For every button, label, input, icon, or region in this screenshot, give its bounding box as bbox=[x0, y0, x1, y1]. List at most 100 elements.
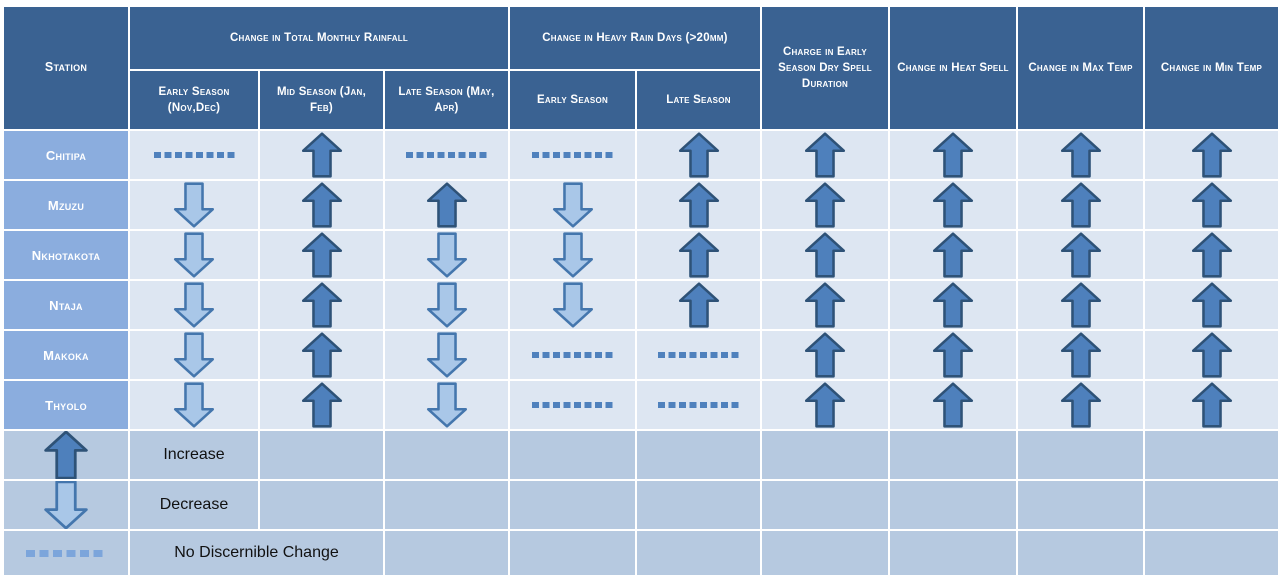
decrease-arrow-icon bbox=[173, 382, 215, 428]
legend-empty-cell bbox=[260, 431, 383, 479]
legend-empty-cell bbox=[1018, 531, 1143, 575]
trend-cell-decrease bbox=[510, 181, 635, 229]
legend-empty-cell bbox=[637, 531, 760, 575]
trend-cell-decrease bbox=[510, 231, 635, 279]
increase-arrow-icon bbox=[1060, 132, 1101, 178]
legend-empty-cell bbox=[890, 431, 1016, 479]
trend-cell-increase bbox=[1145, 181, 1278, 229]
increase-arrow-icon bbox=[1191, 232, 1232, 278]
trend-cell-increase bbox=[637, 181, 760, 229]
trend-cell-increase bbox=[890, 281, 1016, 329]
column-header-rainfall-mid-season: Mid Season (Jan, Feb) bbox=[260, 71, 383, 129]
increase-arrow-icon bbox=[301, 282, 342, 328]
increase-arrow-icon bbox=[804, 332, 846, 378]
increase-arrow-icon bbox=[932, 182, 974, 228]
trend-cell-increase bbox=[1018, 131, 1143, 179]
legend-empty-cell bbox=[510, 531, 635, 575]
increase-arrow-icon bbox=[678, 182, 719, 228]
column-header-rainfall-late-season: Late Season (May, Apr) bbox=[385, 71, 508, 129]
decrease-arrow-icon bbox=[426, 382, 467, 428]
increase-arrow-icon bbox=[1191, 282, 1232, 328]
trend-cell-increase bbox=[1145, 231, 1278, 279]
column-header-min-temp: Change in Min Temp bbox=[1145, 7, 1278, 129]
increase-arrow-icon bbox=[44, 431, 88, 479]
legend-empty-cell bbox=[890, 531, 1016, 575]
decrease-arrow-icon bbox=[552, 282, 593, 328]
legend-no-change-icon bbox=[4, 531, 128, 575]
trend-cell-increase bbox=[1018, 231, 1143, 279]
trend-cell-increase bbox=[385, 181, 508, 229]
station-label: Thyolo bbox=[4, 381, 128, 429]
trend-cell-decrease bbox=[130, 331, 258, 379]
increase-arrow-icon bbox=[1060, 282, 1101, 328]
increase-arrow-icon bbox=[932, 132, 974, 178]
increase-arrow-icon bbox=[301, 232, 342, 278]
no-change-dash-icon bbox=[532, 402, 613, 408]
increase-arrow-icon bbox=[1060, 332, 1101, 378]
increase-arrow-icon bbox=[1191, 332, 1232, 378]
increase-arrow-icon bbox=[301, 182, 342, 228]
increase-arrow-icon bbox=[804, 232, 846, 278]
trend-cell-no-change bbox=[637, 381, 760, 429]
legend-empty-cell bbox=[1018, 431, 1143, 479]
no-change-dash-icon bbox=[532, 352, 613, 358]
decrease-arrow-icon bbox=[552, 232, 593, 278]
increase-arrow-icon bbox=[932, 332, 974, 378]
trend-cell-increase bbox=[260, 131, 383, 179]
increase-arrow-icon bbox=[804, 382, 846, 428]
column-header-station: Station bbox=[4, 7, 128, 129]
increase-arrow-icon bbox=[301, 382, 342, 428]
decrease-arrow-icon bbox=[426, 332, 467, 378]
legend-empty-cell bbox=[890, 481, 1016, 529]
trend-cell-increase bbox=[890, 231, 1016, 279]
decrease-arrow-icon bbox=[552, 182, 593, 228]
increase-arrow-icon bbox=[804, 132, 846, 178]
trend-cell-decrease bbox=[385, 331, 508, 379]
legend-increase-icon bbox=[4, 431, 128, 479]
increase-arrow-icon bbox=[678, 282, 719, 328]
increase-arrow-icon bbox=[932, 232, 974, 278]
legend-empty-cell bbox=[762, 531, 888, 575]
legend-empty-cell bbox=[1145, 481, 1278, 529]
column-header-dry-spell-duration: Charge in Early Season Dry Spell Duratio… bbox=[762, 7, 888, 129]
trend-cell-increase bbox=[762, 381, 888, 429]
no-change-dash-icon bbox=[658, 352, 739, 358]
trend-cell-increase bbox=[637, 131, 760, 179]
trend-cell-increase bbox=[637, 231, 760, 279]
trend-cell-no-change bbox=[130, 131, 258, 179]
trend-cell-no-change bbox=[510, 331, 635, 379]
trend-cell-increase bbox=[1145, 331, 1278, 379]
legend-empty-cell bbox=[510, 431, 635, 479]
legend-empty-cell bbox=[1018, 481, 1143, 529]
trend-cell-increase bbox=[762, 331, 888, 379]
legend-empty-cell bbox=[385, 431, 508, 479]
column-header-heat-spell: Change in Heat Spell bbox=[890, 7, 1016, 129]
trend-cell-decrease bbox=[385, 381, 508, 429]
trend-cell-increase bbox=[1018, 281, 1143, 329]
column-header-rainfall-early-season: Early Season (Nov,Dec) bbox=[130, 71, 258, 129]
station-label: Nkhotakota bbox=[4, 231, 128, 279]
trend-cell-increase bbox=[260, 381, 383, 429]
trend-cell-no-change bbox=[510, 131, 635, 179]
no-change-dash-icon bbox=[25, 549, 107, 557]
increase-arrow-icon bbox=[1060, 232, 1101, 278]
increase-arrow-icon bbox=[1191, 182, 1232, 228]
trend-cell-increase bbox=[762, 131, 888, 179]
trend-cell-decrease bbox=[130, 281, 258, 329]
station-label: Ntaja bbox=[4, 281, 128, 329]
trend-cell-increase bbox=[1018, 381, 1143, 429]
trend-cell-increase bbox=[637, 281, 760, 329]
increase-arrow-icon bbox=[932, 282, 974, 328]
trend-cell-increase bbox=[890, 131, 1016, 179]
legend-label: Decrease bbox=[130, 481, 258, 529]
trend-cell-decrease bbox=[130, 381, 258, 429]
decrease-arrow-icon bbox=[173, 332, 215, 378]
legend-empty-cell bbox=[260, 481, 383, 529]
column-header-heavy-rain-early-season: Early Season bbox=[510, 71, 635, 129]
legend-empty-cell bbox=[1145, 431, 1278, 479]
trend-cell-no-change bbox=[510, 381, 635, 429]
trend-cell-increase bbox=[1018, 331, 1143, 379]
trend-cell-increase bbox=[260, 281, 383, 329]
legend-empty-cell bbox=[510, 481, 635, 529]
trend-cell-decrease bbox=[385, 231, 508, 279]
